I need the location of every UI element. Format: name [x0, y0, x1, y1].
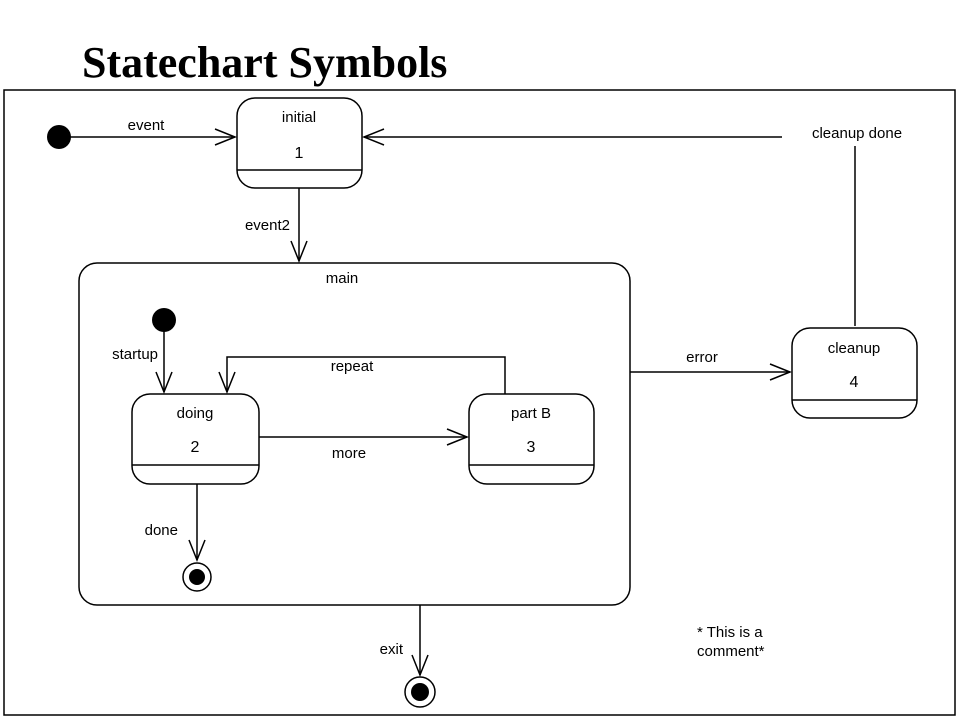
state-initial-number: 1: [295, 145, 304, 162]
transition-error-label: error: [686, 349, 718, 366]
state-partb-box: [468, 393, 595, 485]
final-state-outer-dot: [411, 683, 429, 701]
transition-repeat-arrowhead: [218, 371, 236, 395]
state-doing-name: doing: [177, 405, 214, 422]
transition-done-label: done: [145, 522, 178, 539]
comment-line-2: comment*: [697, 643, 765, 660]
transition-event-arrowhead: [214, 128, 238, 146]
initial-pseudostate-outer: [47, 125, 71, 149]
state-initial-name: initial: [282, 109, 316, 126]
transition-startup-label: startup: [112, 346, 158, 363]
state-main-box: [78, 262, 631, 606]
transition-more-label: more: [332, 445, 366, 462]
transition-event2-label: event2: [245, 217, 290, 234]
transition-exit-arrowhead: [411, 654, 429, 678]
state-cleanup-box: [791, 327, 918, 419]
transition-repeat-label: repeat: [331, 358, 374, 375]
transition-event2-arrowhead: [290, 240, 308, 264]
transition-done-arrowhead: [188, 539, 206, 563]
transition-repeat-line: [226, 356, 506, 394]
initial-pseudostate-inner: [152, 308, 176, 332]
transition-exit-label: exit: [380, 641, 404, 658]
state-partb-name: part B: [511, 405, 551, 422]
transition-event-label: event: [128, 117, 166, 134]
final-state-inner-ring: [182, 562, 212, 592]
state-main-name: main: [326, 270, 359, 287]
transition-more-arrowhead: [446, 428, 470, 446]
transition-cleanup-done-label: cleanup done: [812, 125, 902, 142]
comment-line-1: * This is a: [697, 624, 763, 641]
transition-startup-arrowhead: [155, 371, 173, 395]
state-doing-box: [131, 393, 260, 485]
state-doing-number: 2: [191, 439, 200, 456]
transition-error-arrowhead: [769, 363, 793, 381]
state-partb-number: 3: [527, 439, 536, 456]
state-cleanup-name: cleanup: [828, 340, 881, 357]
diagram-frame: [3, 89, 956, 716]
final-state-outer-ring: [404, 676, 436, 708]
state-cleanup-number: 4: [850, 374, 859, 391]
final-state-inner-dot: [189, 569, 205, 585]
transition-cleanup-done-arrowhead: [361, 128, 385, 146]
page-title: Statechart Symbols: [82, 38, 448, 87]
